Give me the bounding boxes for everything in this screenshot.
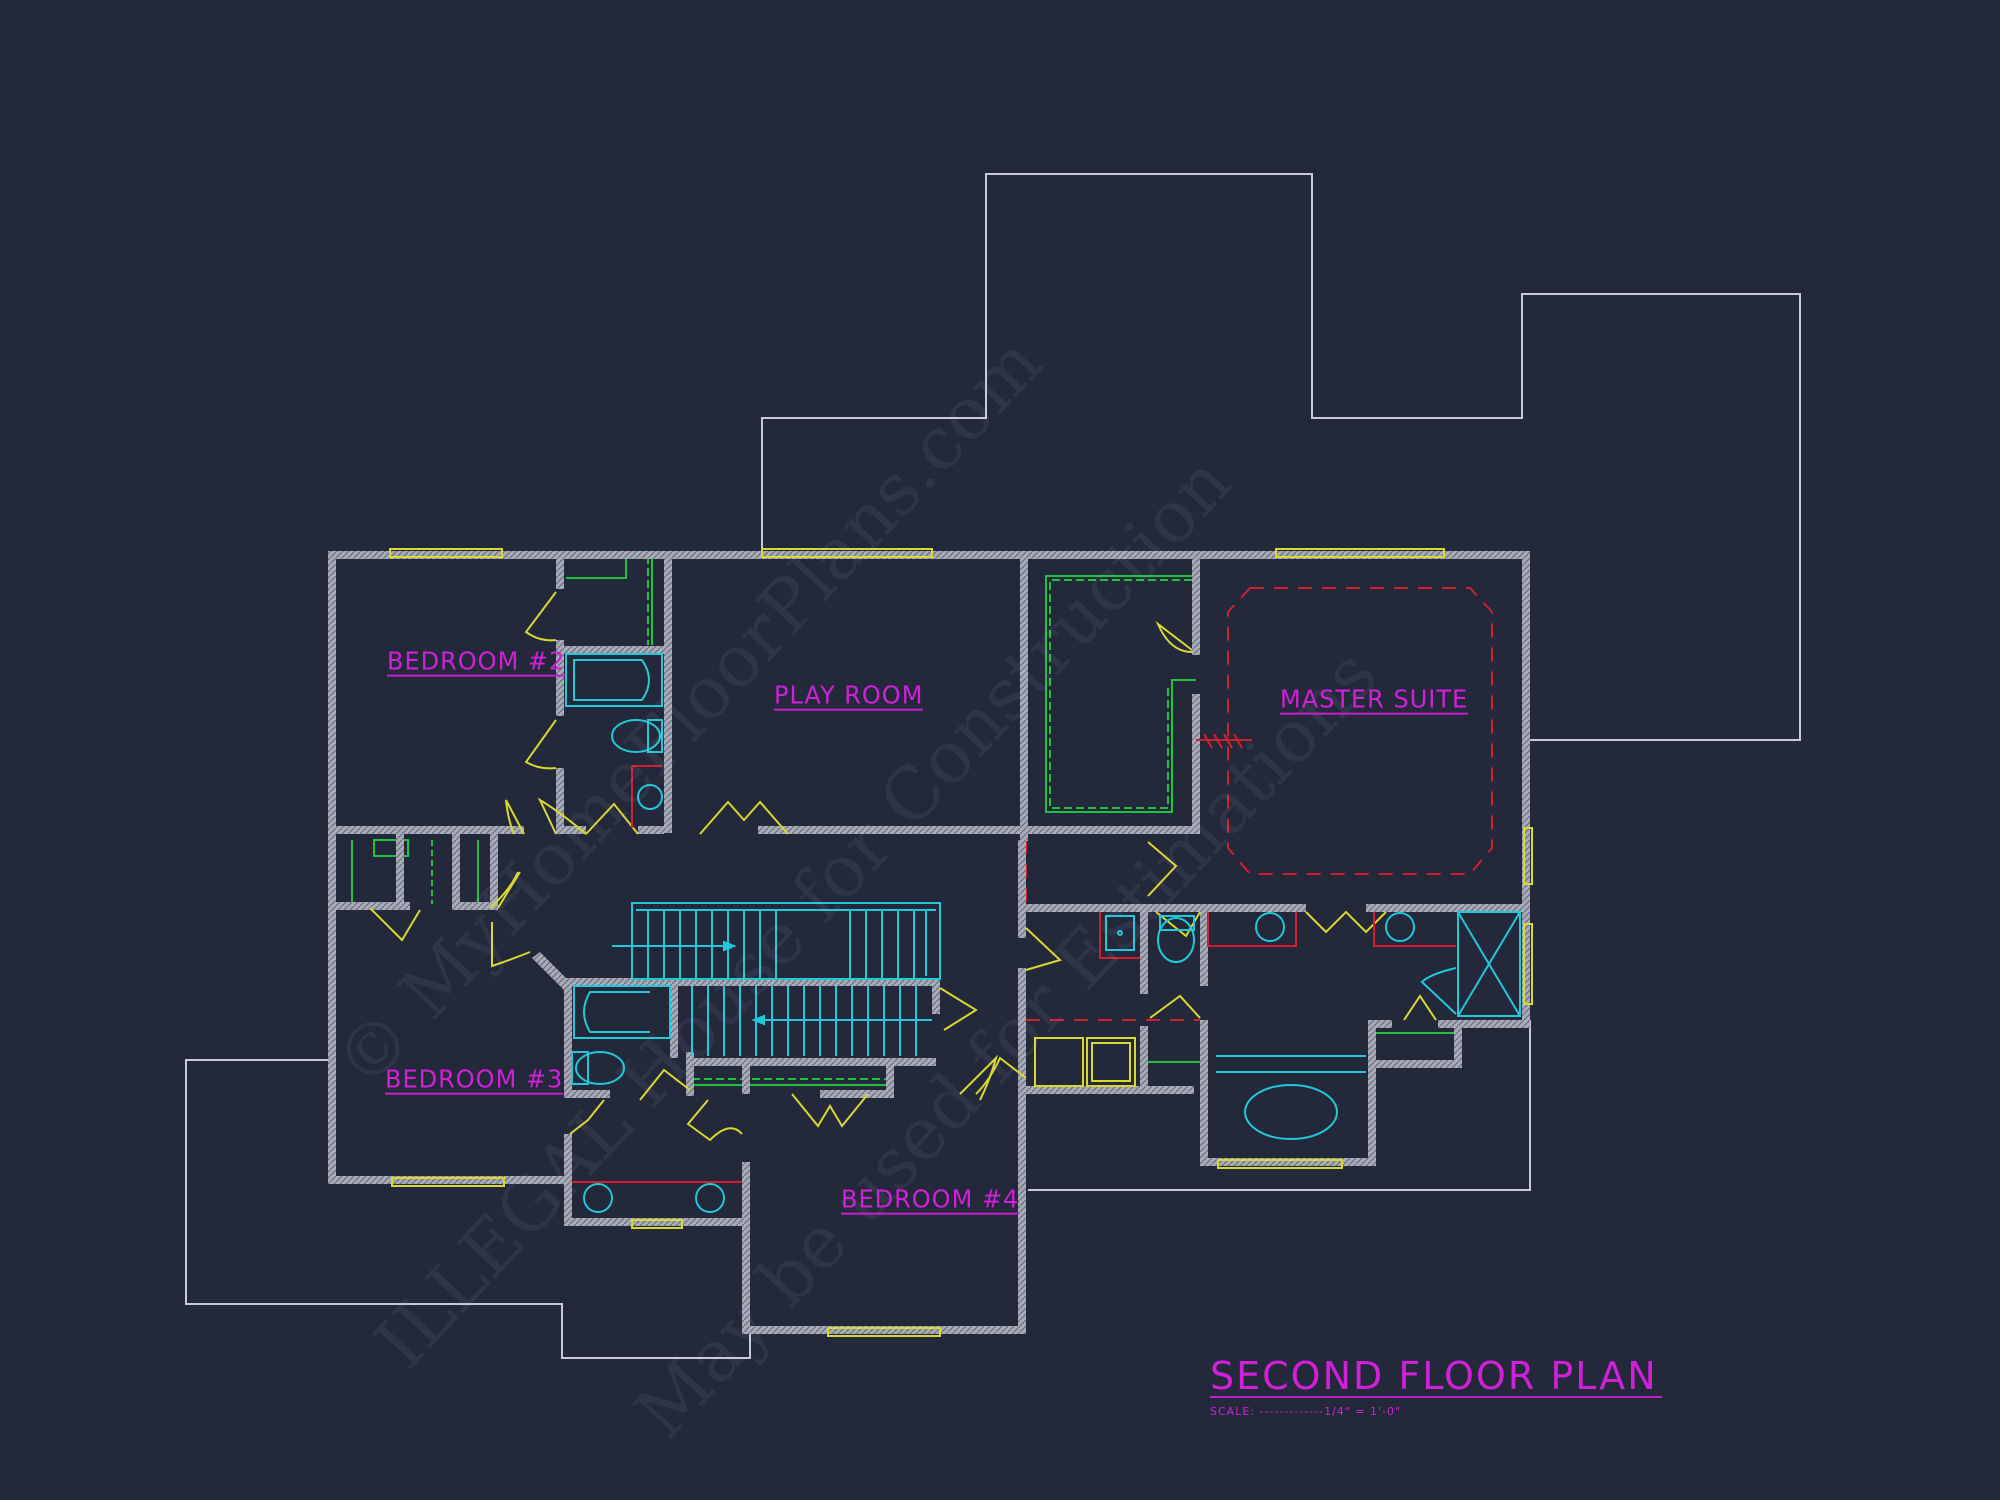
room-label-bedroom-4: BEDROOM #4 — [841, 1184, 1020, 1215]
vanity-counters — [572, 733, 1456, 1183]
staircase — [612, 902, 941, 1056]
plan-title: SECOND FLOOR PLAN — [1210, 1356, 1662, 1398]
plan-scale: SCALE: -------------1/4" = 1'-0" — [1210, 1405, 1402, 1418]
room-label-play-room: PLAY ROOM — [774, 680, 924, 711]
room-label-bedroom-2: BEDROOM #2 — [387, 646, 566, 677]
tray-ceiling-outline — [1025, 587, 1493, 1021]
lower-roof-outline — [185, 173, 1801, 1359]
windows — [389, 548, 1533, 1337]
washer-dryer — [1034, 1037, 1136, 1087]
closet-shelves — [351, 556, 1454, 1086]
room-label-bedroom-3: BEDROOM #3 — [385, 1064, 564, 1095]
stair-treads-upper — [647, 910, 915, 978]
plumbing-fixtures — [565, 653, 1521, 1213]
doors — [369, 591, 1437, 1142]
room-label-master-suite: MASTER SUITE — [1280, 684, 1469, 715]
walls — [328, 551, 1530, 1334]
